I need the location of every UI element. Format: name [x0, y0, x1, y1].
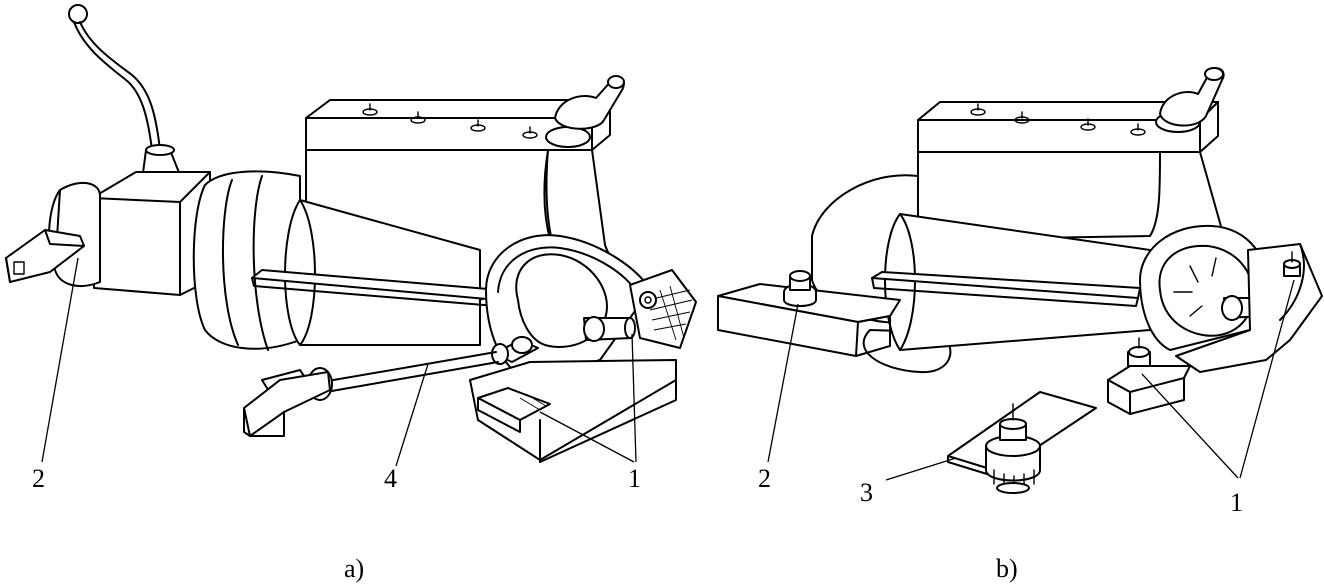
- callout-b-2: 2: [758, 464, 771, 493]
- front-mount-a: [469, 234, 697, 463]
- rear-strut-rod: [243, 351, 499, 437]
- rubber-mount-detail: [947, 391, 1097, 494]
- caption-panel-a: a): [344, 554, 365, 583]
- panel-a-drawing: [5, 4, 697, 463]
- leader-lines: [41, 257, 1295, 481]
- callout-a-2: 2: [32, 464, 45, 493]
- callout-b-1: 1: [1230, 488, 1243, 517]
- gearbox: [47, 171, 211, 296]
- callout-b-3: 3: [860, 478, 873, 507]
- gear-lever: [68, 4, 187, 197]
- panel-b-drawing: [717, 67, 1323, 494]
- callout-a-1: 1: [628, 464, 641, 493]
- frame-member-b: [717, 270, 901, 357]
- front-mount-b: [1107, 224, 1323, 415]
- rear-support-a: [5, 229, 85, 283]
- flywheel-housing: [192, 170, 301, 351]
- callout-a-4: 4: [384, 464, 397, 493]
- caption-panel-b: b): [996, 554, 1018, 583]
